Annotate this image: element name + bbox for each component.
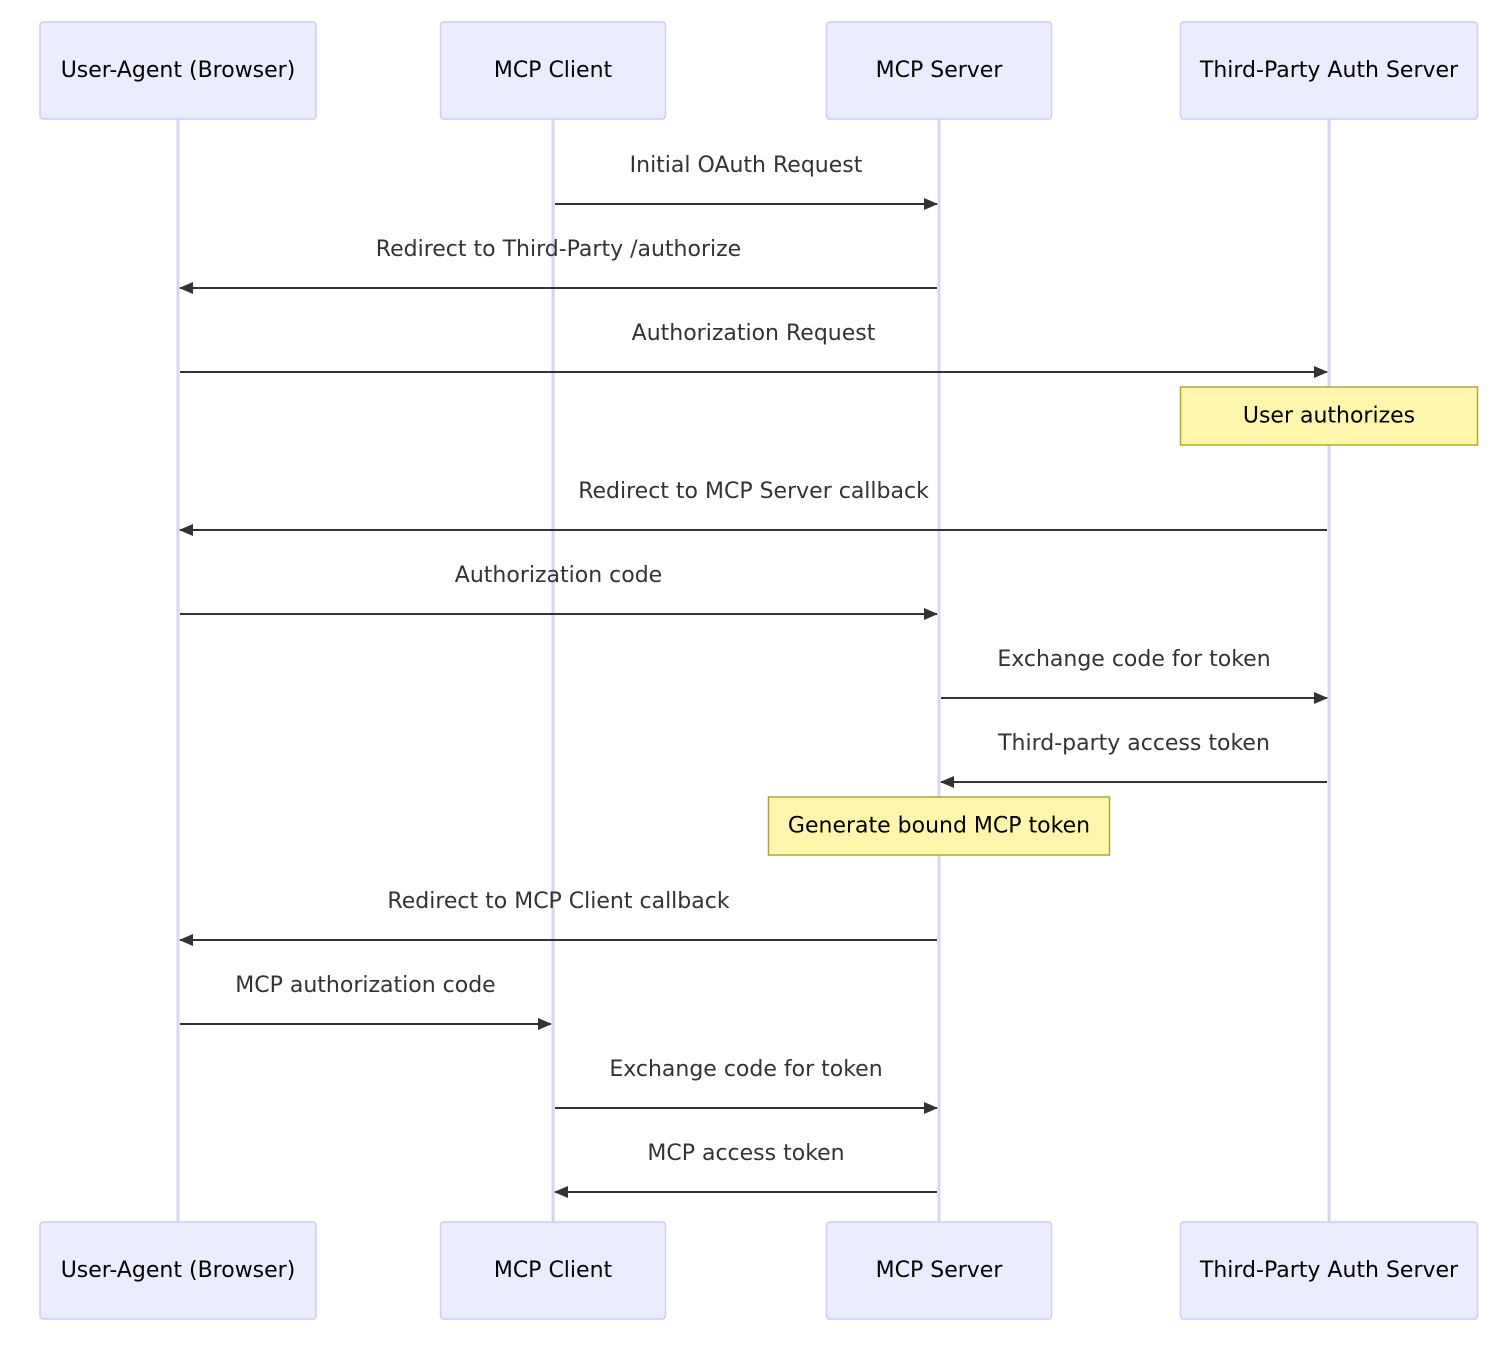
message-third-party-access-token: Third-party access token: [940, 731, 1327, 788]
message-redirect-to-mcp-server-callback: Redirect to MCP Server callback: [179, 479, 1327, 536]
message-label: Exchange code for token: [997, 647, 1270, 672]
message-initial-oauth-request: Initial OAuth Request: [555, 153, 938, 210]
actor-client-top: MCP Client: [439, 21, 667, 120]
actor-label: MCP Server: [876, 58, 1004, 83]
actor-label: MCP Client: [494, 58, 613, 83]
message-label: Third-party access token: [997, 731, 1270, 756]
note-box: [767, 796, 1111, 856]
note-label: Generate bound MCP token: [788, 814, 1090, 839]
actor-box: [39, 21, 317, 120]
message-mcp-authorization-code: MCP authorization code: [180, 973, 552, 1030]
actor-box: [825, 21, 1053, 120]
actor-server-top: MCP Server: [825, 21, 1053, 120]
actor-label: MCP Server: [876, 1258, 1004, 1283]
note-generate-bound-mcp-token: Generate bound MCP token: [767, 796, 1111, 856]
message-label: MCP access token: [647, 1141, 844, 1166]
actor-ua-top: User-Agent (Browser): [39, 21, 317, 120]
message-mcp-access-token: MCP access token: [554, 1141, 937, 1198]
actor-ua-bottom: User-Agent (Browser): [39, 1221, 317, 1320]
message-redirect-to-mcp-client-callback: Redirect to MCP Client callback: [179, 889, 937, 946]
note-user-authorizes: User authorizes: [1179, 386, 1479, 446]
message-exchange-code-for-token: Exchange code for token: [941, 647, 1328, 704]
message-label: Redirect to MCP Server callback: [578, 479, 929, 504]
note-label: User authorizes: [1243, 404, 1415, 429]
message-label: Initial OAuth Request: [630, 153, 863, 178]
actor-server-bottom: MCP Server: [825, 1221, 1053, 1320]
actor-auth-bottom: Third-Party Auth Server: [1179, 1221, 1479, 1320]
message-exchange-code-for-token: Exchange code for token: [555, 1057, 938, 1114]
actor-box: [439, 21, 667, 120]
actor-box: [1179, 21, 1479, 120]
actor-label: Third-Party Auth Server: [1199, 1258, 1459, 1283]
actor-box: [39, 1221, 317, 1320]
actor-box: [825, 1221, 1053, 1320]
actor-label: User-Agent (Browser): [61, 1258, 296, 1283]
actor-box: [1179, 1221, 1479, 1320]
actor-label: User-Agent (Browser): [61, 58, 296, 83]
message-authorization-request: Authorization Request: [180, 321, 1328, 378]
message-label: MCP authorization code: [235, 973, 495, 998]
message-redirect-to-third-party-authorize: Redirect to Third-Party /authorize: [179, 237, 937, 294]
message-label: Redirect to Third-Party /authorize: [376, 237, 741, 262]
actor-label: MCP Client: [494, 1258, 613, 1283]
message-label: Exchange code for token: [609, 1057, 882, 1082]
note-box: [1179, 386, 1479, 446]
actor-label: Third-Party Auth Server: [1199, 58, 1459, 83]
message-label: Redirect to MCP Client callback: [387, 889, 729, 914]
message-label: Authorization code: [455, 563, 662, 588]
actor-box: [439, 1221, 667, 1320]
actor-auth-top: Third-Party Auth Server: [1179, 21, 1479, 120]
message-label: Authorization Request: [632, 321, 876, 346]
message-authorization-code: Authorization code: [180, 563, 938, 620]
actor-client-bottom: MCP Client: [439, 1221, 667, 1320]
